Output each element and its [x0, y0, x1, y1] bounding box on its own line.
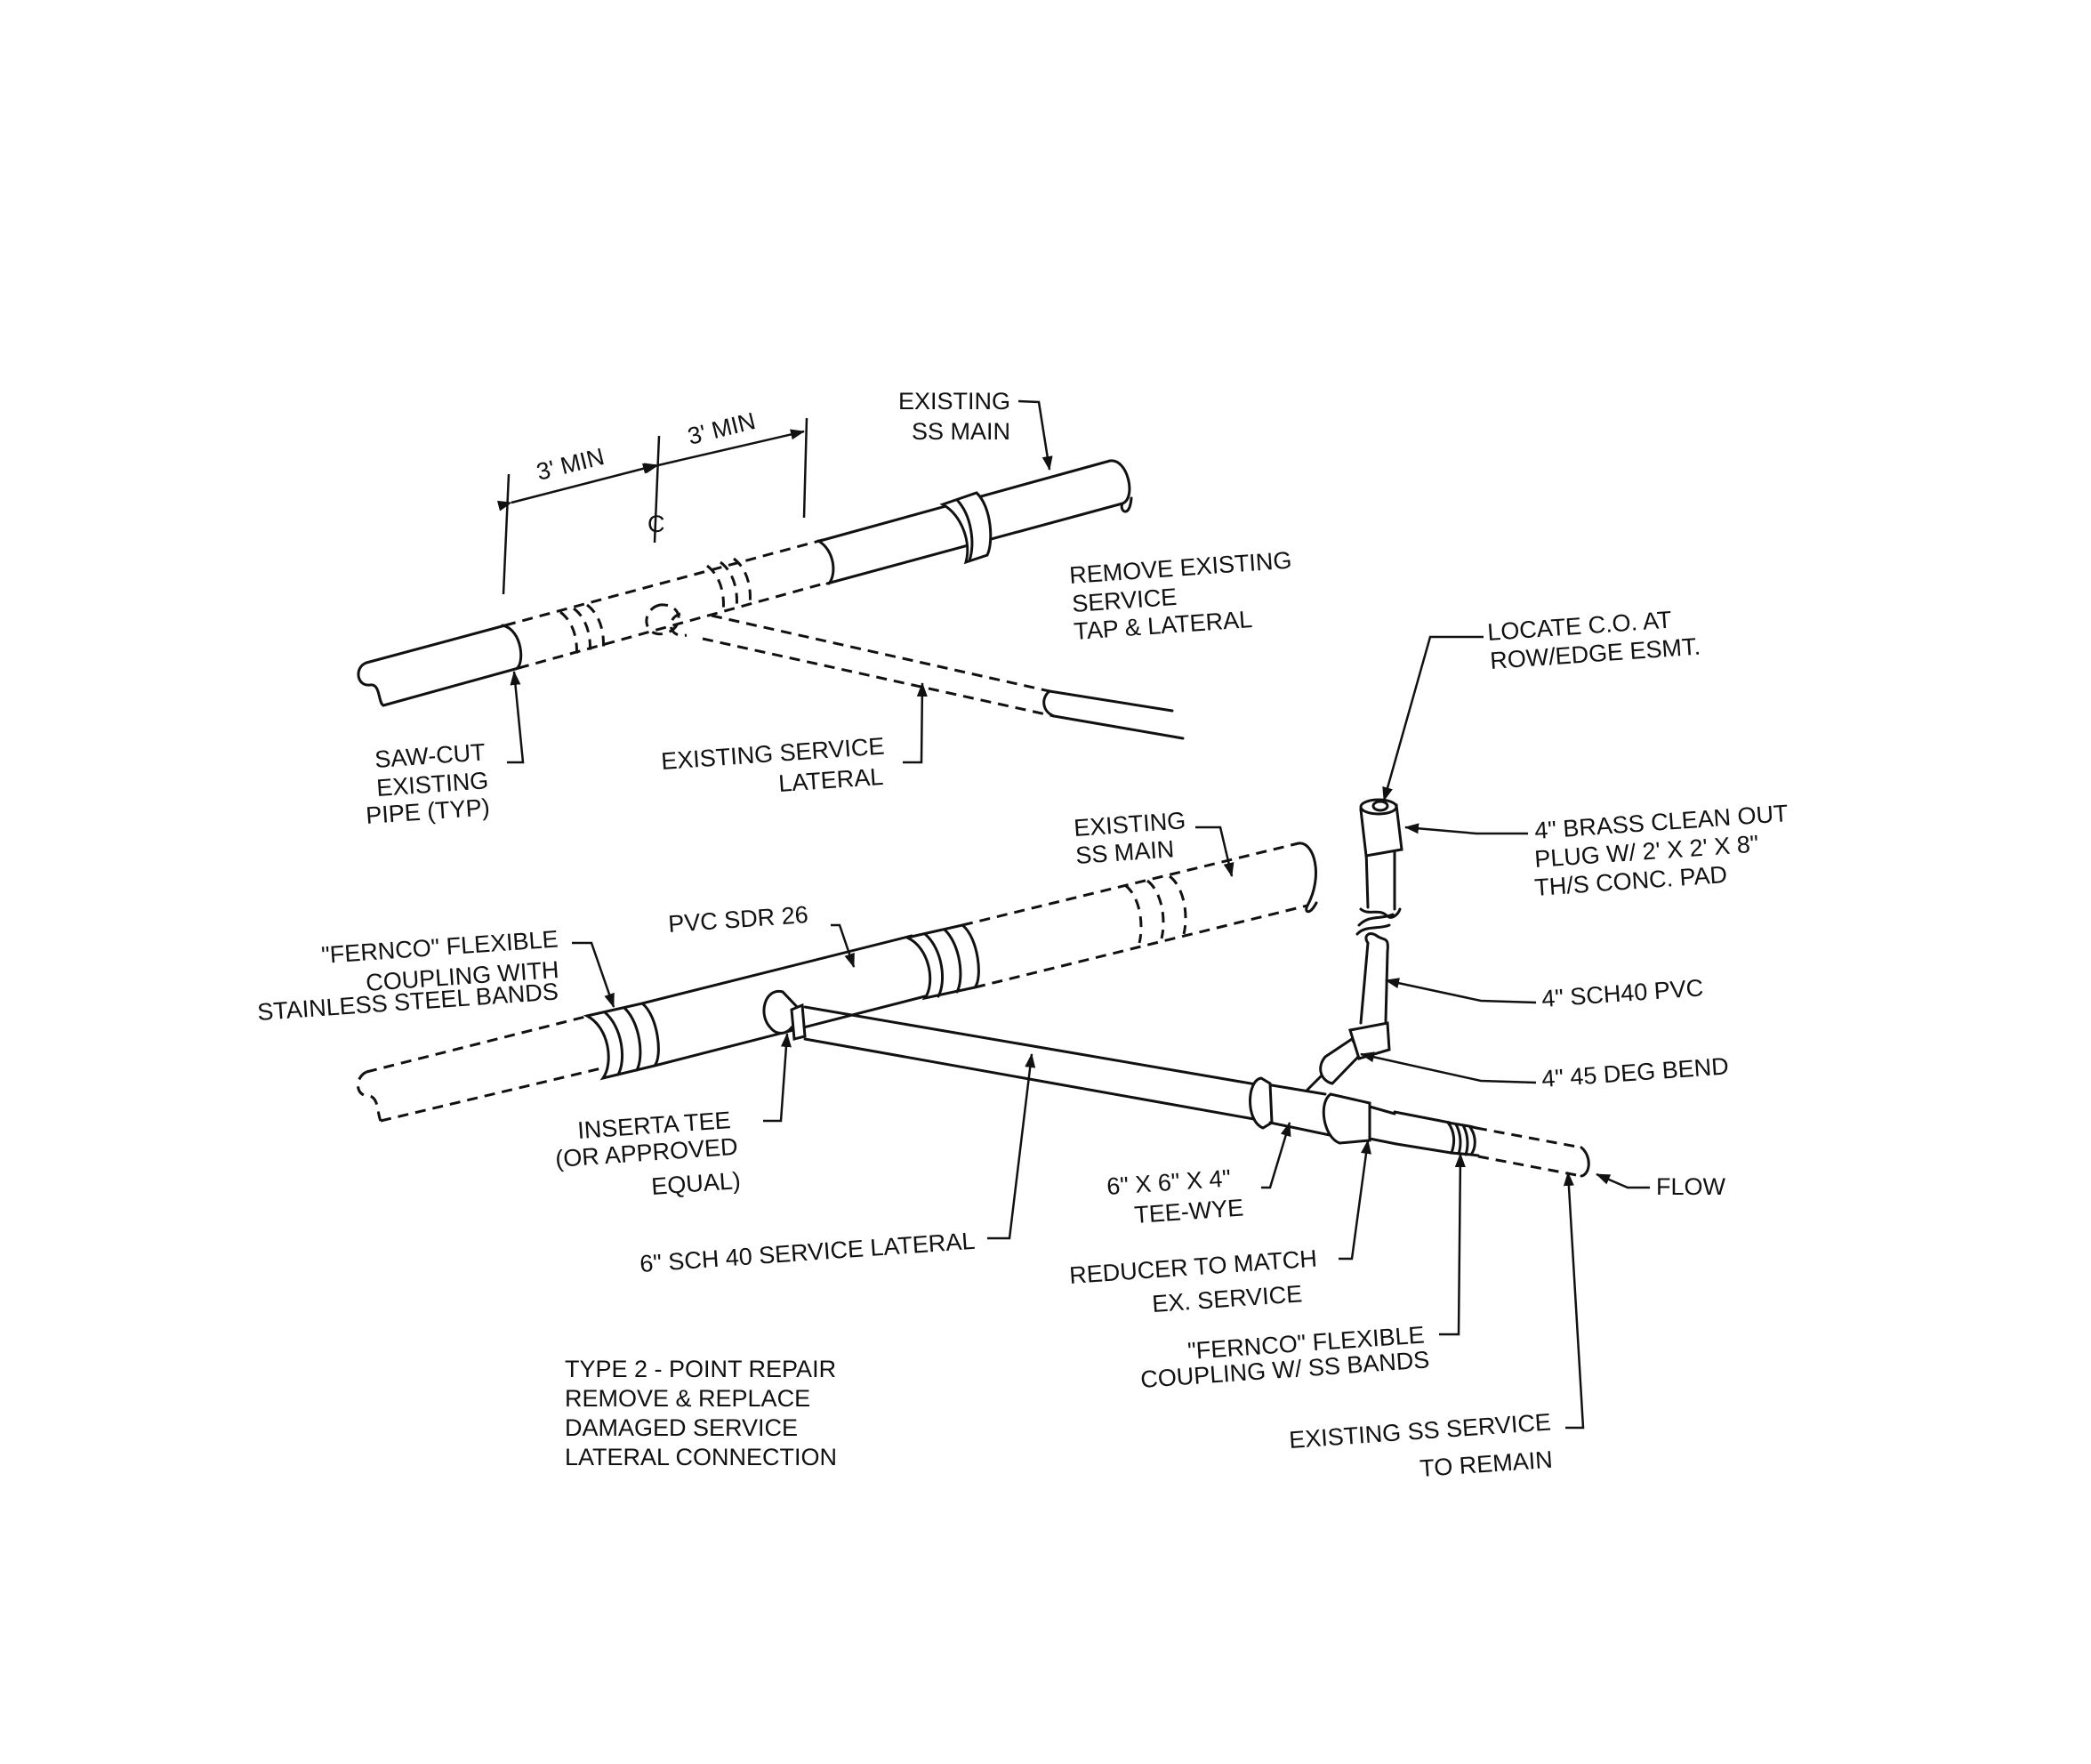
reducer-label-2: EX. SERVICE [1151, 1280, 1303, 1317]
centerline-label: C [647, 511, 665, 537]
dimension-3ft-min [496, 417, 808, 595]
existing-condition-view [357, 459, 1185, 740]
existing-service-lateral-label-2: LATERAL [777, 763, 884, 797]
type2-note-line-4: LATERAL CONNECTION [565, 1444, 837, 1470]
existing-main-pipe-bottom [357, 842, 1318, 1123]
existing-ss-main-top-label-1: EXISTING [898, 388, 1010, 415]
annotation-labels: 3' MIN 3' MIN C EXISTING SS MAIN REMOVE … [256, 388, 1789, 1482]
inserta-tee [762, 990, 807, 1041]
existing-main-pipe-top [357, 459, 1133, 707]
leader-lines [507, 399, 1650, 1430]
existing-service-lateral-top [645, 603, 1185, 740]
existing-ss-main-bottom-label-2: SS MAIN [1074, 835, 1175, 869]
inserta-tee-label-3: EQUAL) [650, 1167, 741, 1200]
existing-ss-service-label-1: EXISTING SS SERVICE [1288, 1408, 1551, 1454]
bend-45-label: 4" 45 DEG BEND [1540, 1052, 1729, 1092]
new-construction-view [357, 798, 1590, 1178]
flow-label: FLOW [1656, 1173, 1726, 1200]
type2-note-line-2: REMOVE & REPLACE [565, 1385, 810, 1412]
pvc-sdr-label: PVC SDR 26 [667, 901, 808, 938]
service-lateral-6-label: 6" SCH 40 SERVICE LATERAL [639, 1228, 976, 1277]
type2-note-line-1: TYPE 2 - POINT REPAIR [565, 1356, 836, 1382]
dimension-label-left: 3' MIN [534, 443, 607, 486]
remove-existing-label-1: REMOVE EXISTING [1068, 547, 1292, 589]
tee-wye-label-1: 6" X 6" X 4" [1106, 1164, 1232, 1200]
existing-ss-service-label-2: TO REMAIN [1419, 1446, 1553, 1482]
tee-wye-label-2: TEE-WYE [1133, 1194, 1244, 1228]
type2-note-line-3: DAMAGED SERVICE [565, 1414, 798, 1441]
new-service-lateral [803, 798, 1590, 1178]
existing-ss-main-top-label-2: SS MAIN [912, 418, 1010, 445]
sch40-pvc-label: 4" SCH40 PVC [1540, 974, 1704, 1012]
